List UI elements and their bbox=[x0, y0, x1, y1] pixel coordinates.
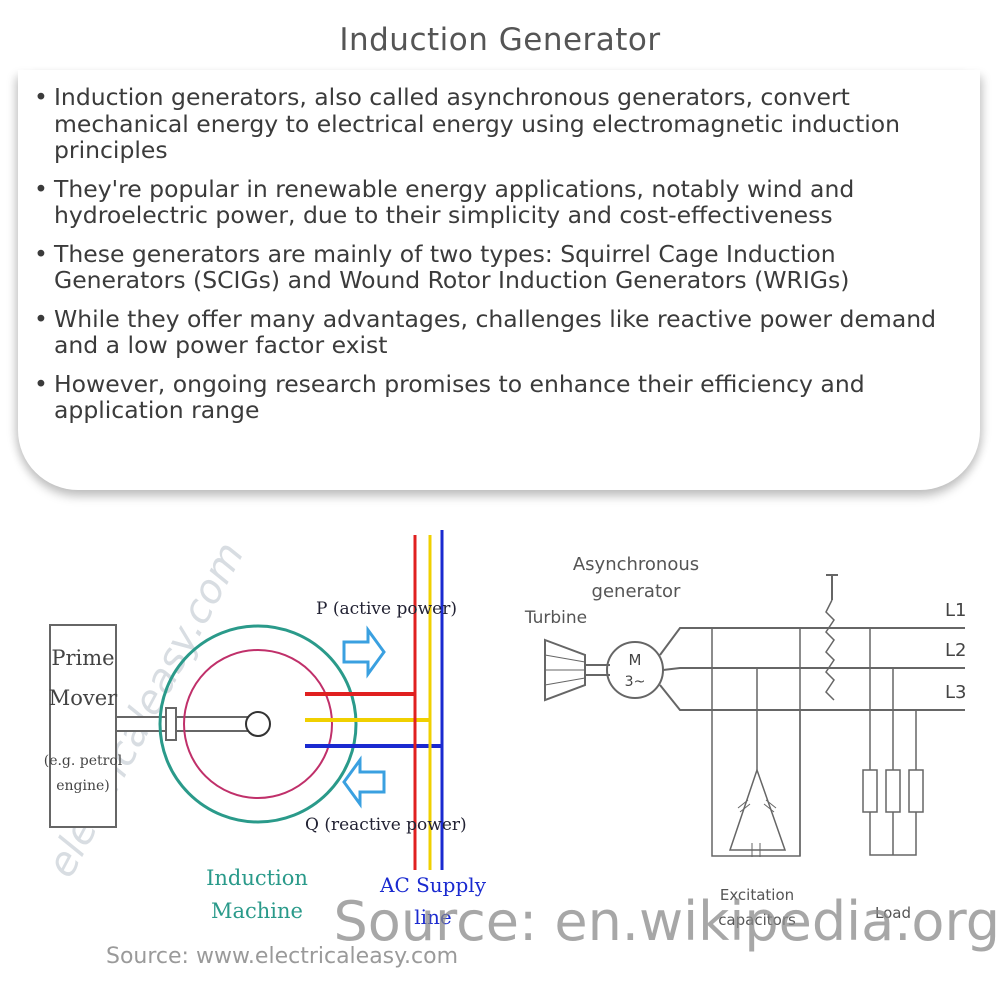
reactive-power-arrow bbox=[342, 755, 386, 809]
diagrams: electricaleasy.com Prime Mover (e.g. pet… bbox=[38, 530, 1000, 969]
capacitor-bank-frame bbox=[711, 627, 801, 857]
bullet-item: •While they offer many advantages, chall… bbox=[34, 304, 937, 359]
active-power-arrow bbox=[342, 625, 386, 679]
supply-label: AC Supply bbox=[379, 873, 487, 897]
bullet-list: •Induction generators, also called async… bbox=[32, 84, 967, 436]
load-resistor bbox=[862, 769, 878, 813]
line-label-l2: L2 bbox=[945, 640, 966, 661]
motor-label: M bbox=[629, 651, 642, 669]
active-power-label: P (active power) bbox=[316, 599, 457, 619]
line-label-l3: L3 bbox=[945, 682, 966, 703]
motor-label: 3~ bbox=[625, 674, 646, 690]
load-label: Load bbox=[875, 904, 911, 922]
turbine-icon bbox=[544, 638, 586, 702]
generator-label: generator bbox=[592, 581, 681, 602]
prime-mover-label: (e.g. petrol bbox=[44, 753, 123, 769]
caps-label: Excitation bbox=[720, 886, 794, 904]
load-resistor bbox=[908, 769, 924, 813]
prime-mover-box bbox=[49, 624, 117, 828]
machine-label: Machine bbox=[211, 899, 303, 923]
turbine-label: Turbine bbox=[524, 608, 587, 628]
capacitor-delta bbox=[728, 767, 787, 851]
prime-mover-label: Mover bbox=[49, 686, 118, 710]
left-source-caption: Source: www.electricaleasy.com bbox=[106, 944, 458, 969]
caps-label: capacitors bbox=[718, 911, 796, 929]
bullet-item: •Induction generators, also called async… bbox=[34, 83, 901, 164]
coupling bbox=[165, 707, 177, 741]
rotor-ring bbox=[183, 649, 333, 799]
page-title: Induction Generator bbox=[339, 22, 661, 58]
bullet-item: •They're popular in renewable energy app… bbox=[34, 174, 855, 229]
bullet-item: •However, ongoing research promises to e… bbox=[34, 369, 865, 424]
rotor-shaft bbox=[245, 711, 271, 737]
summary-card bbox=[18, 70, 980, 490]
line-label-l1: L1 bbox=[945, 600, 966, 621]
reactive-power-label: Q (reactive power) bbox=[305, 815, 467, 835]
right-source-caption: Source: en.wikipedia.org bbox=[334, 890, 1000, 953]
machine-label: Induction bbox=[206, 866, 308, 890]
prime-mover-label: Prime bbox=[51, 646, 114, 670]
right-diagram: Asynchronous generator Turbine M 3~ L1 L… bbox=[334, 554, 1000, 953]
load-resistor bbox=[885, 769, 901, 813]
generator-label: Asynchronous bbox=[573, 554, 699, 575]
stator-ring bbox=[158, 624, 358, 824]
supply-label: line bbox=[414, 905, 452, 929]
bullet-item: •These generators are mainly of two type… bbox=[34, 239, 850, 294]
prime-mover-label: engine) bbox=[56, 778, 110, 794]
